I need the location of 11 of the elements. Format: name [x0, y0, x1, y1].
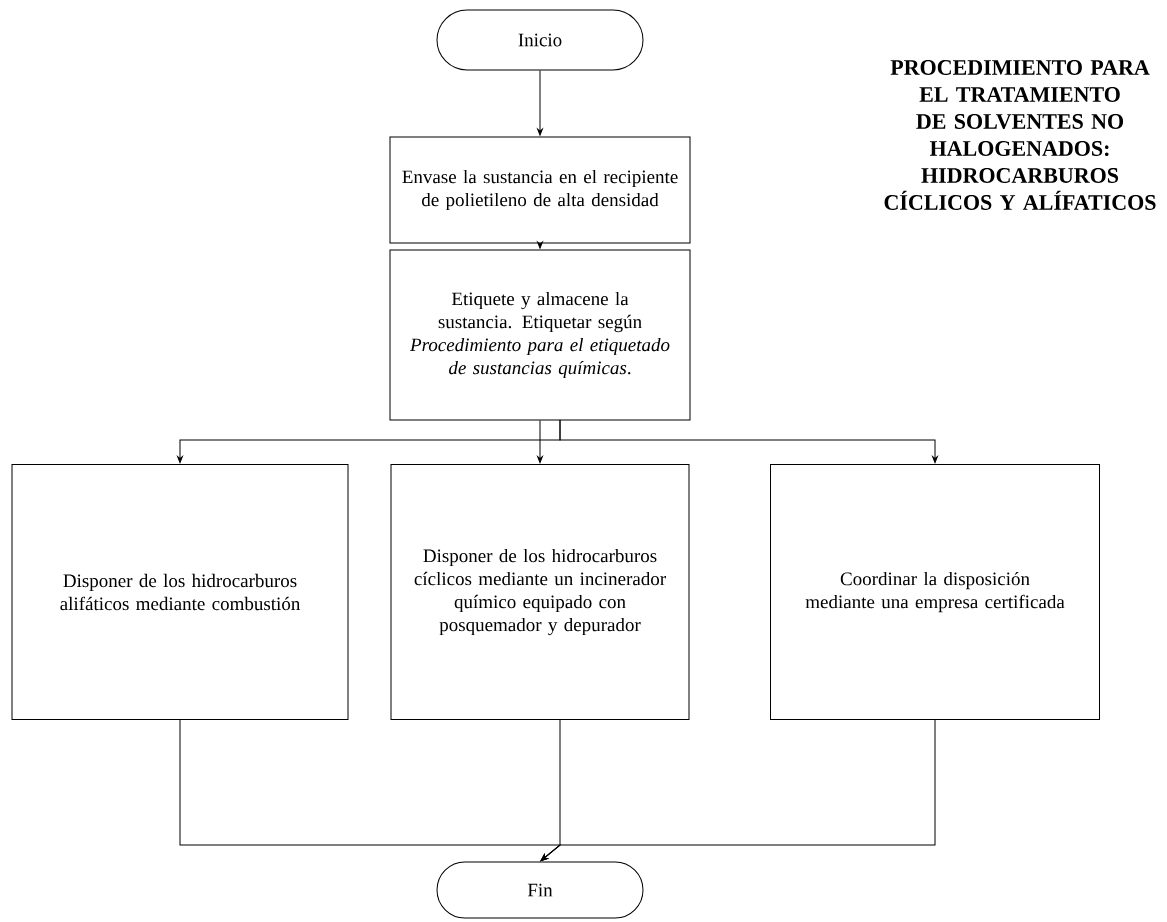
arrow	[537, 420, 543, 464]
process-box: Etiquete y almacene la sustancia. Etiquetar según Procedimiento para el etiquetado de sustancias químicas.	[389, 249, 691, 421]
arrow	[537, 241, 543, 249]
process-box: Disponer de los hidrocarburos alifáticos mediante combustión	[11, 464, 349, 720]
arrow	[537, 70, 543, 136]
process-box: Envase la sustancia en el recipiente de polietileno de alta densidad	[389, 136, 691, 244]
process-box: Disponer de los hidrocarburos cíclicos mediante un incinerador químico equipado con posquemador y depurador	[390, 464, 690, 720]
title: PROCEDIMIENTO PARA EL TRATAMIENTO DE SOLVENTES NO HALOGENADOS: HIDROCARBUROS CÍCLICOS Y ALÍFATICOS	[884, 60, 1156, 210]
arrow	[540, 719, 936, 862]
process-box: Coordinar la disposición mediante una empresa certificada	[770, 464, 1100, 720]
arrow	[559, 419, 938, 464]
